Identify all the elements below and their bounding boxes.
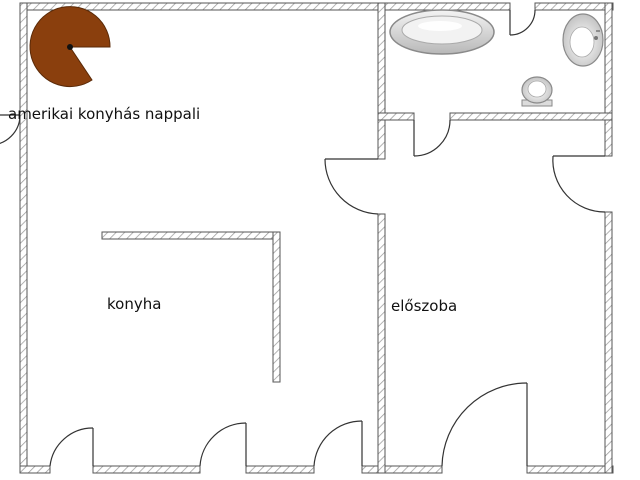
wall-bath-hall-right	[449, 112, 613, 121]
room-label-living: amerikai konyhás nappali	[8, 105, 201, 123]
door-entrance	[441, 382, 528, 467]
wall-right-outer-lower	[604, 211, 613, 474]
wall-kitchen-horizontal	[101, 231, 281, 240]
door-hall-right	[552, 155, 606, 213]
wall-left-outer	[19, 2, 28, 474]
round-table-icon	[29, 6, 111, 88]
door-left-exterior	[0, 114, 21, 144]
wall-right-outer-upper	[604, 2, 613, 157]
door-bottom-2	[199, 422, 247, 467]
room-label-kitchen: konyha	[107, 295, 162, 313]
sink-icon	[562, 13, 604, 67]
door-living-hall	[324, 158, 379, 215]
doors	[0, 9, 606, 467]
wall-top-bath-right	[534, 2, 614, 11]
door-bottom-3	[313, 420, 363, 467]
walls	[19, 2, 614, 474]
wall-center-upper	[377, 2, 386, 160]
wall-kitchen-vertical	[272, 231, 281, 383]
wall-bath-hall-left	[377, 112, 415, 121]
wall-bottom-4	[361, 465, 443, 474]
bathtub-icon	[389, 9, 495, 55]
wall-bottom-3	[245, 465, 315, 474]
door-bath-top	[509, 9, 536, 36]
door-bathroom	[413, 119, 451, 157]
door-bottom-1	[49, 427, 94, 467]
wall-top-bath-left	[377, 2, 511, 11]
wall-bottom-2	[92, 465, 201, 474]
wall-bottom-1	[19, 465, 51, 474]
toilet-icon	[521, 76, 553, 107]
wall-bottom-5	[526, 465, 614, 474]
wall-center-lower	[377, 213, 386, 474]
room-label-hall: előszoba	[391, 297, 458, 315]
